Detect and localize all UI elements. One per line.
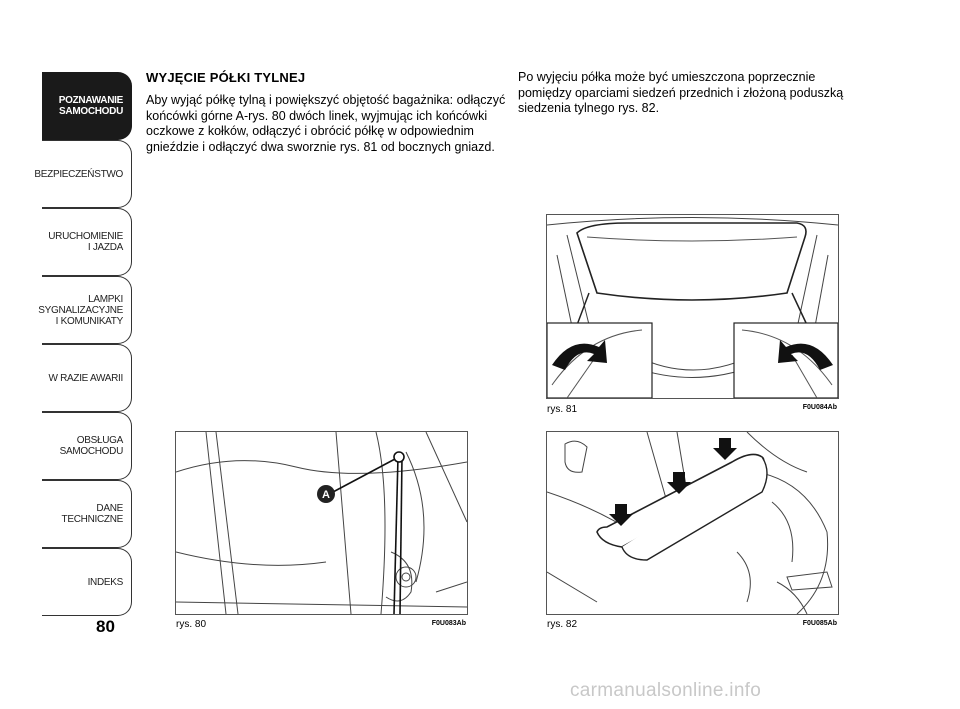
sidebar-item-label: URUCHOMIENIE I JAZDA	[48, 231, 123, 253]
sidebar-item-poznawanie[interactable]: POZNAWANIE SAMOCHODU	[42, 72, 132, 140]
sidebar-item-label: DANE TECHNICZNE	[61, 503, 124, 525]
sidebar-item-awarii[interactable]: W RAZIE AWARII	[42, 344, 132, 412]
figure-81-caption: rys. 81	[547, 404, 578, 415]
text-column-left: WYJĘCIE PÓŁKI TYLNEJ Aby wyjąć półkę tyl…	[146, 70, 506, 155]
sidebar-item-label: LAMPKI SYGNALIZACYJNE I KOMUNIKATY	[38, 293, 123, 327]
figure-82-code: F0U085Ab	[802, 620, 837, 627]
sidebar-item-label: W RAZIE AWARII	[48, 372, 123, 384]
figure-81-code: F0U084Ab	[802, 404, 837, 411]
figure-82-drawing	[547, 432, 833, 614]
page-number: 80	[96, 617, 115, 636]
sidebar-item-label: BEZPIECZEŃSTWO	[34, 168, 123, 180]
watermark: carmanualsonline.info	[570, 680, 762, 701]
figure-80-caption: rys. 80	[176, 619, 207, 630]
figure-80: A	[175, 431, 468, 615]
sidebar-item-obsluga[interactable]: OBSŁUGA SAMOCHODU	[42, 412, 132, 480]
sidebar-item-bezpieczenstwo[interactable]: BEZPIECZEŃSTWO	[34, 140, 132, 208]
sidebar-item-lampki[interactable]: LAMPKI SYGNALIZACYJNE I KOMUNIKATY	[38, 276, 132, 344]
figure-80-drawing: A	[176, 432, 467, 614]
text-column-right: Po wyjęciu półka może być umieszczona po…	[518, 70, 858, 117]
sidebar-item-label: INDEKS	[87, 576, 124, 588]
paragraph-1: Aby wyjąć półkę tylną i powiększyć objęt…	[146, 93, 506, 154]
figure-81	[546, 214, 839, 399]
section-heading: WYJĘCIE PÓŁKI TYLNEJ	[146, 70, 306, 85]
paragraph-2: Po wyjęciu półka może być umieszczona po…	[518, 70, 844, 115]
figure-80-code: F0U083Ab	[431, 620, 466, 627]
sidebar-item-uruchomienie[interactable]: URUCHOMIENIE I JAZDA	[42, 208, 132, 276]
callout-a-marker	[317, 485, 335, 503]
callout-a-label: A	[322, 489, 330, 501]
sidebar-item-dane[interactable]: DANE TECHNICZNE	[42, 480, 132, 548]
figure-82-caption: rys. 82	[547, 619, 578, 630]
figure-81-drawing	[547, 217, 838, 398]
figure-82	[546, 431, 839, 615]
sidebar-item-indeks[interactable]: INDEKS	[42, 548, 132, 616]
sidebar-item-label: OBSŁUGA SAMOCHODU	[59, 435, 124, 457]
sidebar-item-label: POZNAWANIE SAMOCHODU	[58, 95, 124, 117]
